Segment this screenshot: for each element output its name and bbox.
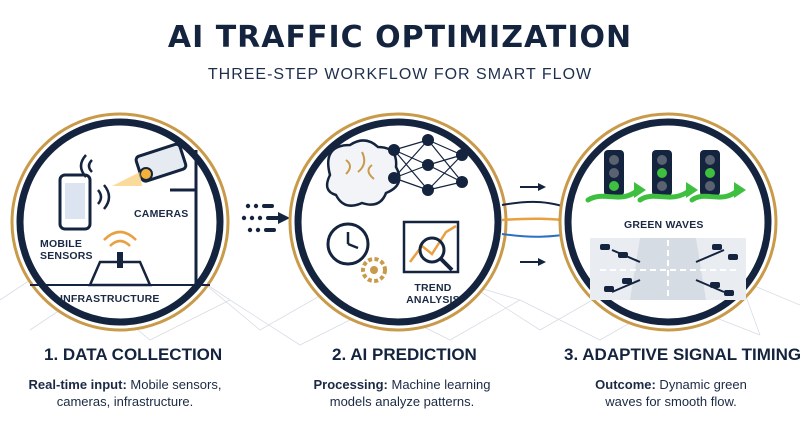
step-desc-line2: models analyze patterns. xyxy=(329,394,475,409)
label-trend: TREND xyxy=(414,282,452,294)
label-cameras: CAMERAS xyxy=(134,208,189,220)
mobile-phone-icon xyxy=(58,173,111,231)
step-desc-rest: Machine learning xyxy=(387,377,491,392)
step-desc-rest: Mobile sensors, xyxy=(126,377,222,392)
step-title-adaptive-signal-timing: 3. ADAPTIVE SIGNAL TIMING xyxy=(564,345,800,364)
clock-icon xyxy=(326,222,370,266)
page-title: AI TRAFFIC OPTIMIZATION xyxy=(167,20,633,55)
step-desc-data-collection: Real-time input: Mobile sensors, cameras… xyxy=(20,376,230,410)
step-desc-ai-prediction: Processing: Machine learning models anal… xyxy=(304,376,500,410)
gear-icon xyxy=(361,257,387,283)
page-subtitle: THREE-STEP WORKFLOW FOR SMART FLOW xyxy=(207,66,593,83)
green-wave-arrow-icon xyxy=(585,187,741,203)
connector-dots-1 xyxy=(241,203,290,233)
step-title-data-collection: 1. DATA COLLECTION xyxy=(44,345,223,364)
trend-chart-icon xyxy=(402,220,460,274)
step-desc-rest: Dynamic green xyxy=(655,377,747,392)
intersection-icon xyxy=(590,238,746,300)
label-analysis: ANALYSIS xyxy=(406,294,460,306)
step-desc-line2: cameras, infrastructure. xyxy=(56,394,194,409)
traffic-light-icon xyxy=(604,150,720,196)
step-title-ai-prediction: 2. AI PREDICTION xyxy=(332,345,477,364)
brain-icon xyxy=(325,139,401,207)
step-desc-adaptive-signal-timing: Outcome: Dynamic green waves for smooth … xyxy=(576,376,766,410)
label-mobile: MOBILE xyxy=(40,238,83,250)
step-desc-bold: Real-time input: xyxy=(28,377,127,392)
step-desc-bold: Processing: xyxy=(313,377,388,392)
label-infrastructure: INFRASTRUCTURE xyxy=(60,293,160,305)
label-green-waves: GREEN WAVES xyxy=(624,219,704,231)
step-desc-bold: Outcome: xyxy=(595,377,656,392)
step-desc-line2: waves for smooth flow. xyxy=(605,394,737,409)
infrastructure-icon xyxy=(30,230,210,287)
neural-network-icon xyxy=(388,134,468,196)
car-icon xyxy=(600,244,738,296)
label-sensors: SENSORS xyxy=(40,250,93,262)
camera-icon xyxy=(79,142,198,285)
